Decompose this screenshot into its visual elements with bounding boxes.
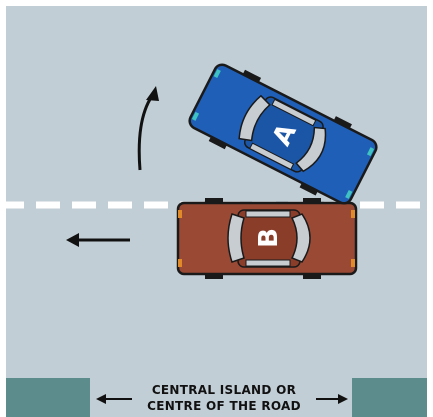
island-label-line1: CENTRAL ISLAND OR <box>152 383 296 397</box>
car-b: B <box>178 198 356 279</box>
car-b-letter: B <box>254 228 284 248</box>
central-island-left <box>6 378 90 417</box>
island-label-line2: CENTRE OF THE ROAD <box>147 399 301 413</box>
central-island-right <box>352 378 427 417</box>
